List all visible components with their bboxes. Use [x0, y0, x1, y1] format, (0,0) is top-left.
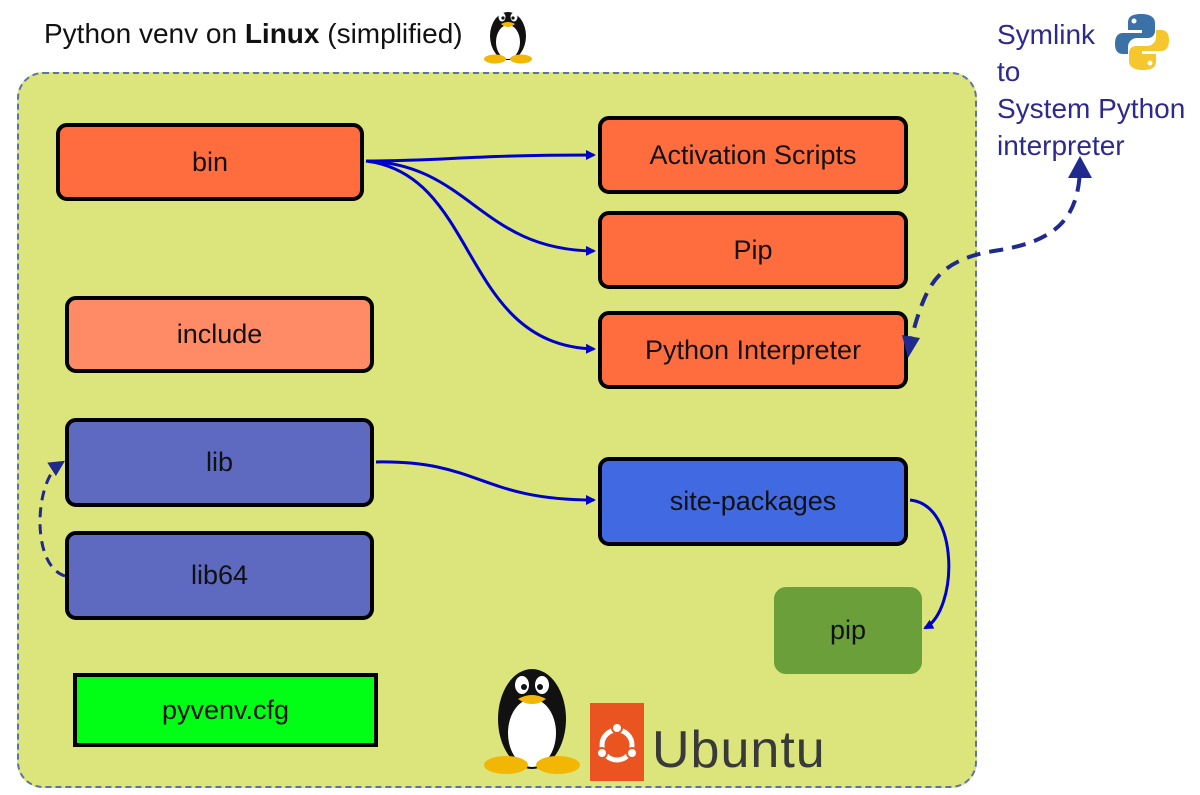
- activation-scripts-label: Activation Scripts: [649, 139, 857, 170]
- lib64-box[interactable]: lib64: [65, 531, 374, 620]
- lib64-label: lib64: [190, 560, 249, 590]
- python-interpreter-label: Python Interpreter: [644, 334, 862, 365]
- symlink-line3: System Python: [997, 93, 1186, 124]
- bin-box[interactable]: bin: [56, 123, 364, 201]
- symlink-note: Symlink to System Python interpreter: [997, 16, 1197, 164]
- symlink-line2: to: [997, 56, 1021, 87]
- arrow-lib64-to-lib: [38, 460, 66, 578]
- python-logo-icon: [1115, 14, 1169, 70]
- pip-cap-box[interactable]: Pip: [598, 211, 908, 289]
- lib-box[interactable]: lib: [65, 418, 374, 507]
- include-label: include: [176, 319, 263, 349]
- arrow-lib-to-site-packages: [375, 460, 596, 505]
- lib-label: lib: [205, 447, 233, 477]
- arrow-site-packages-to-pip: [909, 498, 951, 630]
- symlink-line4: interpreter: [997, 130, 1125, 161]
- arrow-bin-to-activation: [365, 150, 596, 163]
- pip-label: pip: [829, 615, 867, 645]
- include-box[interactable]: include: [65, 296, 374, 373]
- activation-scripts-box[interactable]: Activation Scripts: [598, 116, 908, 194]
- title-prefix: Python venv on: [44, 18, 245, 49]
- ubuntu-wordmark: Ubuntu: [652, 721, 826, 779]
- site-packages-box[interactable]: site-packages: [598, 457, 908, 546]
- pip-cap-label: Pip: [733, 234, 773, 265]
- title-bold: Linux: [244, 18, 320, 49]
- arrow-bin-to-pip-cap: [365, 159, 596, 256]
- pyvenv-cfg-label: pyvenv.cfg: [161, 694, 290, 725]
- bin-label: bin: [191, 146, 229, 177]
- diagram-title: Python venv on Linux (simplified): [44, 18, 463, 50]
- tux-penguin-large-icon: [484, 669, 580, 774]
- python-interpreter-box[interactable]: Python Interpreter: [598, 311, 908, 389]
- pip-box[interactable]: pip: [774, 587, 922, 674]
- symlink-line1: Symlink: [997, 19, 1096, 50]
- arrow-bin-to-python: [365, 159, 596, 354]
- title-suffix: (simplified): [319, 18, 463, 49]
- arrow-symlink-python: [906, 169, 1082, 351]
- ubuntu-logo-icon: [590, 703, 644, 781]
- pyvenv-cfg-box[interactable]: pyvenv.cfg: [73, 673, 378, 747]
- site-packages-label: site-packages: [669, 486, 837, 516]
- tux-penguin-icon: [484, 12, 532, 64]
